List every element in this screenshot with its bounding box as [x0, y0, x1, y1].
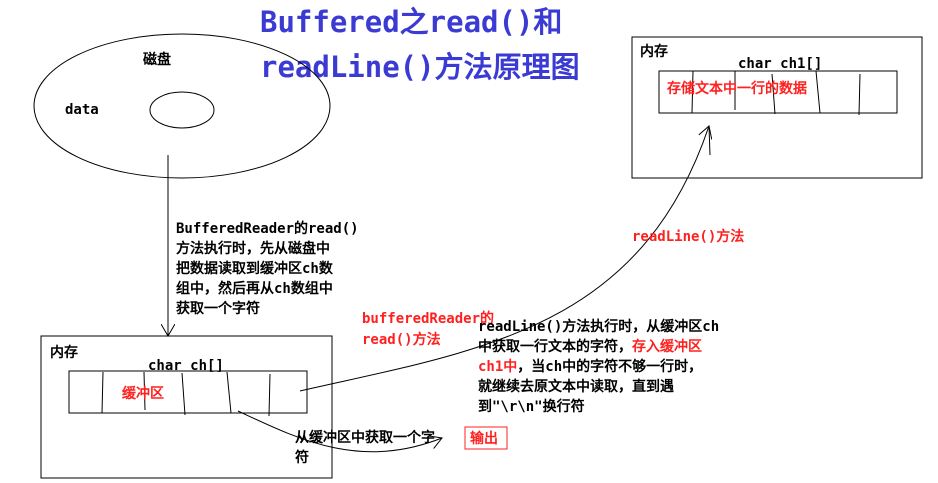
buffer-label: 缓冲区	[122, 385, 164, 402]
output-box	[464, 426, 508, 450]
title-line1: Buffered之read()和	[260, 5, 562, 39]
readline-description: readLine()方法执行时，从缓冲区ch 中获取一行文本的字符，存入缓冲区 …	[478, 318, 719, 415]
memory-left-label: 内存	[50, 344, 78, 361]
disk-label: 磁盘	[143, 51, 171, 68]
buffer-array	[68, 370, 308, 414]
svg-text:到"\r\n"换行符: 到"\r\n"换行符	[478, 398, 585, 415]
readline-arrow	[299, 126, 709, 392]
read-description: BufferedReader的read() 方法执行时，先从磁盘中 把数据读取到…	[176, 220, 359, 317]
svg-text:把数据读取到缓冲区ch数: 把数据读取到缓冲区ch数	[176, 260, 334, 277]
get-char-text-2: 符	[294, 449, 309, 466]
line-array-content: 存储文本中一行的数据	[667, 80, 807, 97]
memory-right: 内存 char ch1[] 存储文本中一行的数据	[631, 36, 923, 179]
svg-text:获取一个字符: 获取一个字符	[176, 300, 260, 317]
array-ch-label: char ch[]	[148, 358, 224, 374]
title-line2: readLine()方法原理图	[260, 50, 580, 84]
disk-data-label: data	[65, 102, 99, 118]
svg-text:中获取一行文本的字符，存入缓冲区: 中获取一行文本的字符，存入缓冲区	[478, 338, 702, 355]
output-label: 输出	[470, 430, 498, 447]
get-char-text-1: 从缓冲区中获取一个字	[295, 429, 435, 446]
svg-text:readLine()方法执行时，从缓冲区ch: readLine()方法执行时，从缓冲区ch	[478, 318, 719, 335]
svg-text:就继续去原文本中读取，直到遇: 就继续去原文本中读取，直到遇	[478, 378, 674, 395]
readline-method-label: readLine()方法	[632, 228, 744, 245]
disk: 磁盘 data	[33, 33, 331, 179]
svg-text:方法执行时，先从磁盘中: 方法执行时，先从磁盘中	[176, 240, 330, 257]
array-ch1-label: char ch1[]	[738, 56, 822, 72]
read-char-arrow	[237, 410, 442, 453]
buffered-read-label-2: read()方法	[362, 331, 441, 348]
svg-text:ch1中，当ch中的字符不够一行时，: ch1中，当ch中的字符不够一行时，	[478, 358, 702, 375]
line-array	[658, 70, 898, 114]
svg-text:BufferedReader的read(): BufferedReader的read()	[176, 220, 359, 237]
memory-right-label: 内存	[640, 43, 668, 60]
buffered-read-label-1: bufferedReader的	[362, 310, 494, 327]
memory-left: 内存 char ch[] 缓冲区	[40, 335, 333, 479]
svg-text:组中，然后再从ch数组中: 组中，然后再从ch数组中	[176, 280, 333, 297]
